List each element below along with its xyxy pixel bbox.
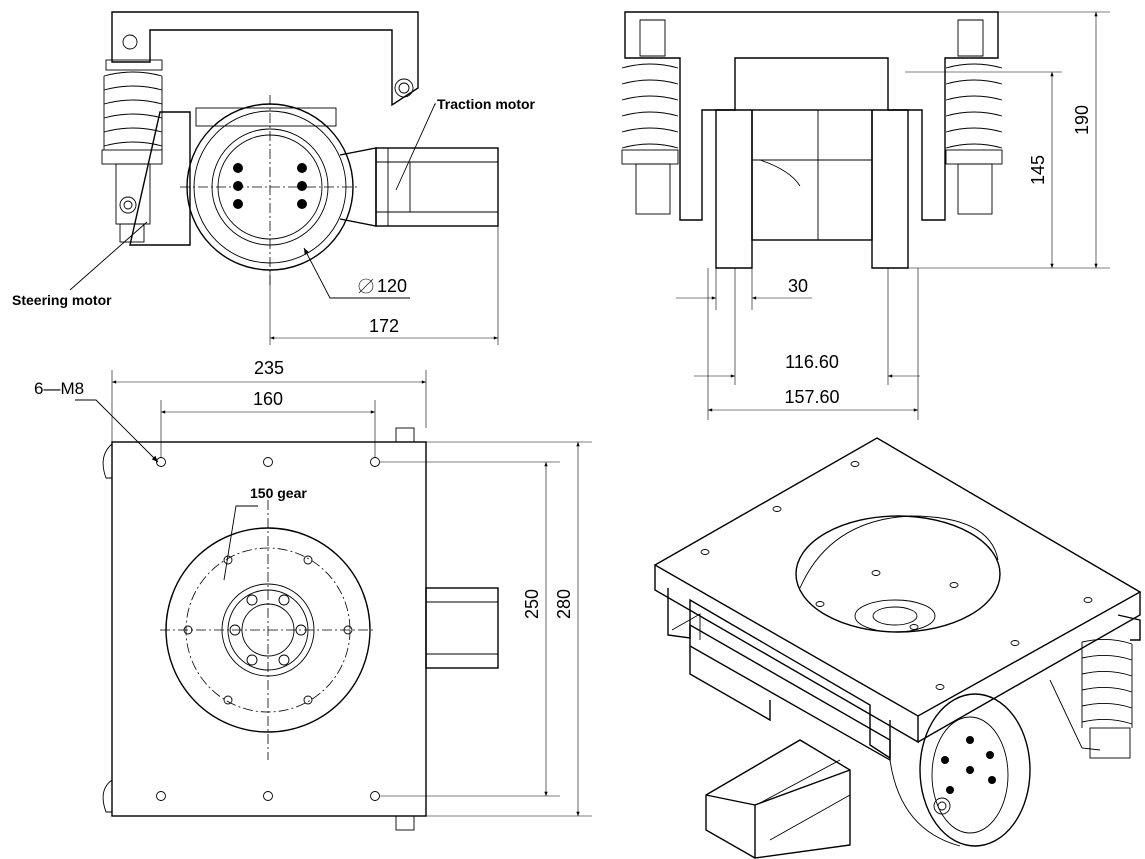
label-holes: 6—M8 (34, 379, 84, 398)
label-steering-motor: Steering motor (12, 292, 112, 308)
isometric-view (653, 437, 1142, 859)
dim-160: 160 (253, 389, 283, 409)
top-view (75, 370, 592, 831)
label-traction-motor: Traction motor (437, 96, 536, 112)
traction-motor-iso (705, 739, 851, 859)
side-view (69, 11, 499, 345)
dim-172: 172 (369, 316, 399, 336)
dim-30: 30 (788, 276, 808, 296)
label-gear: 150 gear (250, 485, 307, 501)
spring-iso (1049, 614, 1141, 759)
spring-left (101, 59, 163, 243)
dim-250: 250 (522, 589, 542, 619)
dim-235: 235 (254, 358, 284, 378)
dim-157: 157.60 (784, 387, 839, 407)
dim-145: 145 (1028, 155, 1048, 185)
plate-holes (700, 461, 1093, 690)
dim-116: 116.60 (785, 352, 839, 372)
dim-diameter: 120 (377, 276, 407, 296)
dim-280: 280 (554, 589, 574, 619)
wheel-iso (889, 693, 1031, 847)
traction-motor-side (339, 147, 499, 227)
front-view (621, 11, 1110, 420)
gear-top (160, 500, 376, 760)
dim-190: 190 (1072, 105, 1092, 135)
traction-wheel-side (180, 95, 360, 285)
